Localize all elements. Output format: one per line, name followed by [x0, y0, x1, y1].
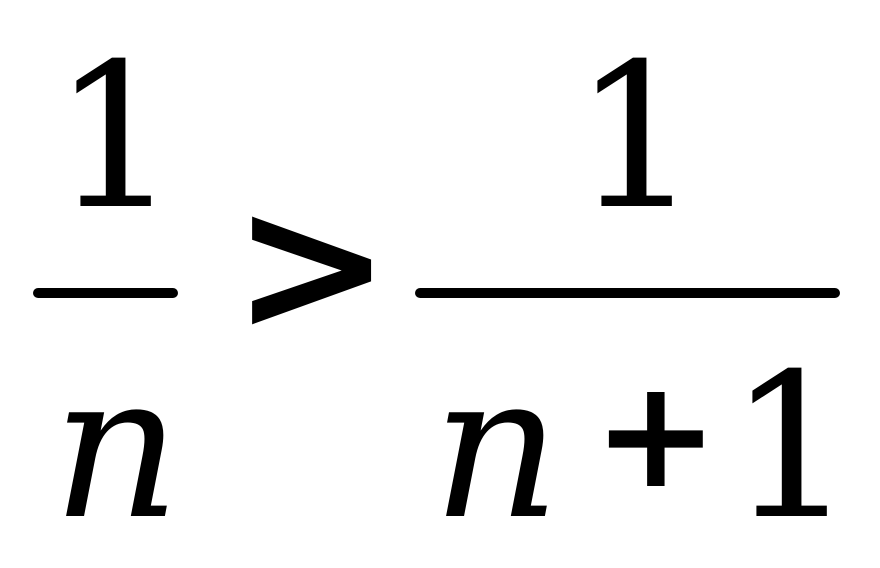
greater-than-sign: >: [232, 154, 392, 375]
plus-sign: +: [593, 348, 719, 522]
left-numerator: 1: [52, 21, 180, 254]
right-fraction-bar: [415, 288, 840, 298]
left-fraction-bar: [33, 288, 178, 298]
right-numerator: 1: [573, 21, 701, 254]
left-denominator: n: [52, 331, 181, 564]
right-denominator-constant: 1: [728, 331, 856, 564]
right-denominator-variable: n: [432, 331, 561, 564]
